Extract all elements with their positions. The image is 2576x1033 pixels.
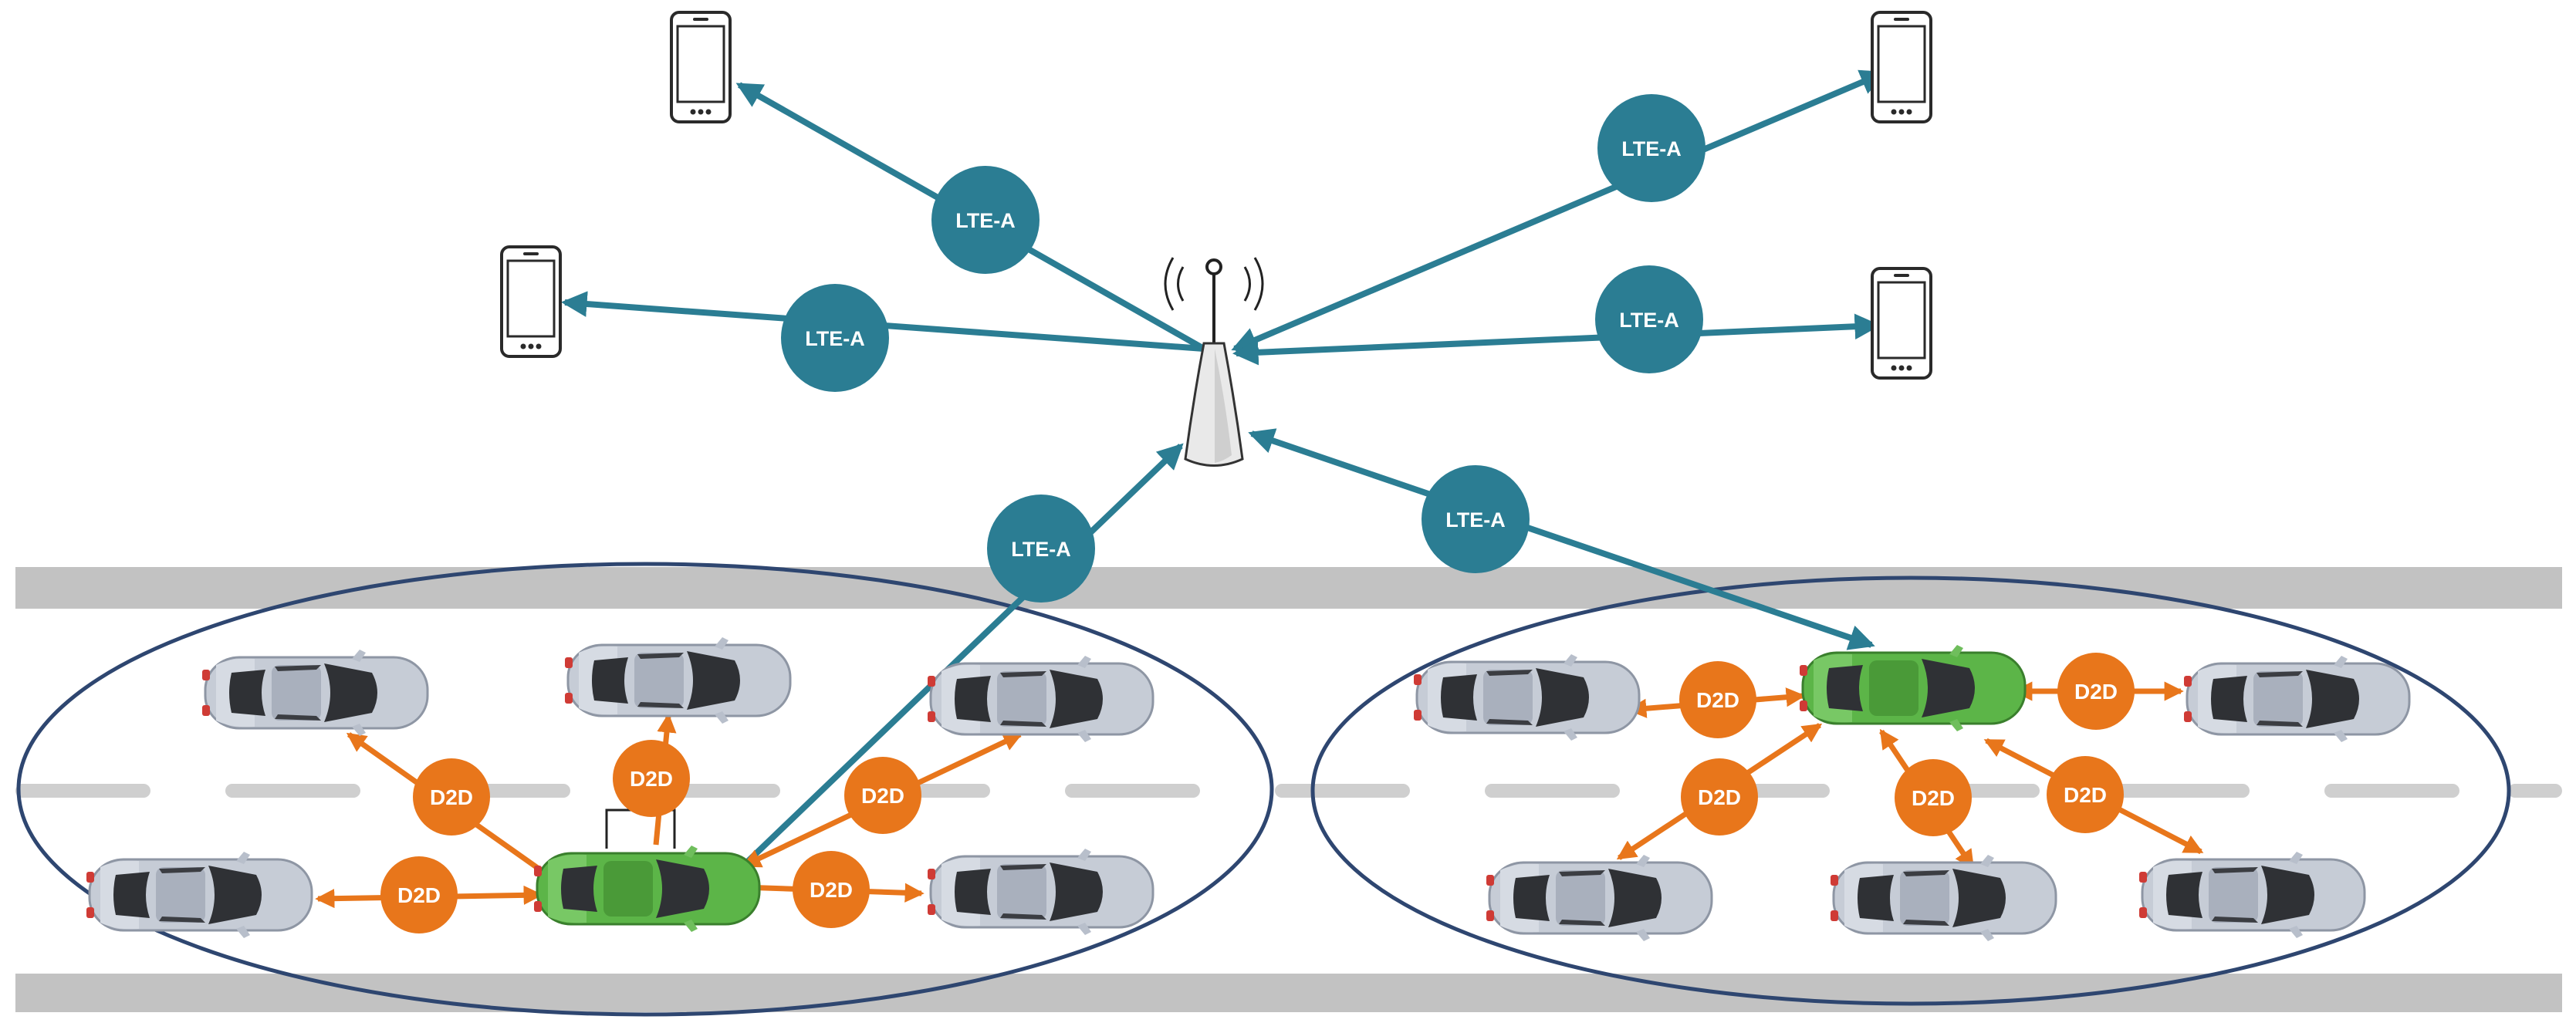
- d2d-badge: D2D: [1679, 661, 1756, 738]
- road: [15, 567, 2562, 1012]
- d2d-label: D2D: [2074, 680, 2118, 704]
- d2d-label: D2D: [861, 784, 904, 808]
- lte-link-cluster-right: [1248, 428, 1875, 650]
- car-icon: [1485, 853, 1713, 943]
- smartphone-icon: [1871, 11, 1932, 123]
- lte-a-badge: LTE-A: [987, 495, 1095, 603]
- lte-a-badge: LTE-A: [781, 284, 889, 392]
- d2d-label: D2D: [430, 785, 473, 809]
- d2d-label: D2D: [2064, 783, 2107, 807]
- lte-a-label: LTE-A: [955, 209, 1015, 232]
- d2d-badge: D2D: [2057, 653, 2135, 730]
- car-icon: [201, 648, 429, 738]
- d2d-badge: D2D: [793, 851, 870, 928]
- d2d-label: D2D: [630, 767, 673, 791]
- lte-link-phone-mid-right: [1232, 313, 1881, 366]
- car-icon: [85, 850, 313, 940]
- d2d-label: D2D: [1912, 786, 1955, 810]
- lte-a-badge: LTE-A: [1422, 465, 1530, 573]
- car-icon: [563, 636, 792, 725]
- car-icon: [2182, 654, 2411, 744]
- car-icon: [532, 844, 761, 933]
- d2d-badge: D2D: [2047, 756, 2124, 833]
- lte-links: [560, 69, 1887, 893]
- car-icon: [1829, 853, 2057, 943]
- car-icon: [1412, 653, 1641, 742]
- lte-a-label: LTE-A: [1619, 309, 1678, 332]
- smartphone-icon: [500, 245, 562, 358]
- d2d-label: D2D: [397, 883, 441, 907]
- cluster-left: [16, 562, 1274, 1017]
- d2d-label: D2D: [1696, 688, 1739, 712]
- d2d-badge: D2D: [1681, 758, 1758, 836]
- road-bottom-edge: [15, 974, 2562, 1012]
- lte-a-badge: LTE-A: [1597, 94, 1706, 202]
- d2d-badge: D2D: [413, 758, 490, 836]
- smartphone-icon: [670, 11, 732, 123]
- lte-a-badge: LTE-A: [1595, 265, 1703, 373]
- d2d-badge: D2D: [613, 740, 690, 817]
- lte-a-label: LTE-A: [1011, 538, 1070, 561]
- d2d-label: D2D: [810, 878, 853, 902]
- lte-a-badge: LTE-A: [931, 166, 1040, 274]
- antenna-bracket: [605, 809, 676, 849]
- d2d-badge: D2D: [380, 856, 458, 933]
- car-icon: [926, 654, 1154, 744]
- lte-a-label: LTE-A: [1621, 137, 1681, 160]
- car-icon: [1798, 643, 2027, 733]
- lte-a-label: LTE-A: [805, 327, 864, 350]
- d2d-badge: D2D: [1895, 759, 1972, 836]
- lte-a-label: LTE-A: [1445, 508, 1505, 532]
- d2d-label: D2D: [1698, 785, 1741, 809]
- cell-tower-icon: [1164, 257, 1264, 467]
- car-icon: [2138, 850, 2366, 940]
- car-icon: [926, 847, 1154, 937]
- lte-link-phone-top-right: [1231, 69, 1887, 353]
- lane-markings: [15, 784, 2562, 798]
- d2d-badge: D2D: [844, 757, 921, 834]
- smartphone-icon: [1871, 267, 1932, 380]
- cluster-right: [1310, 576, 2511, 1006]
